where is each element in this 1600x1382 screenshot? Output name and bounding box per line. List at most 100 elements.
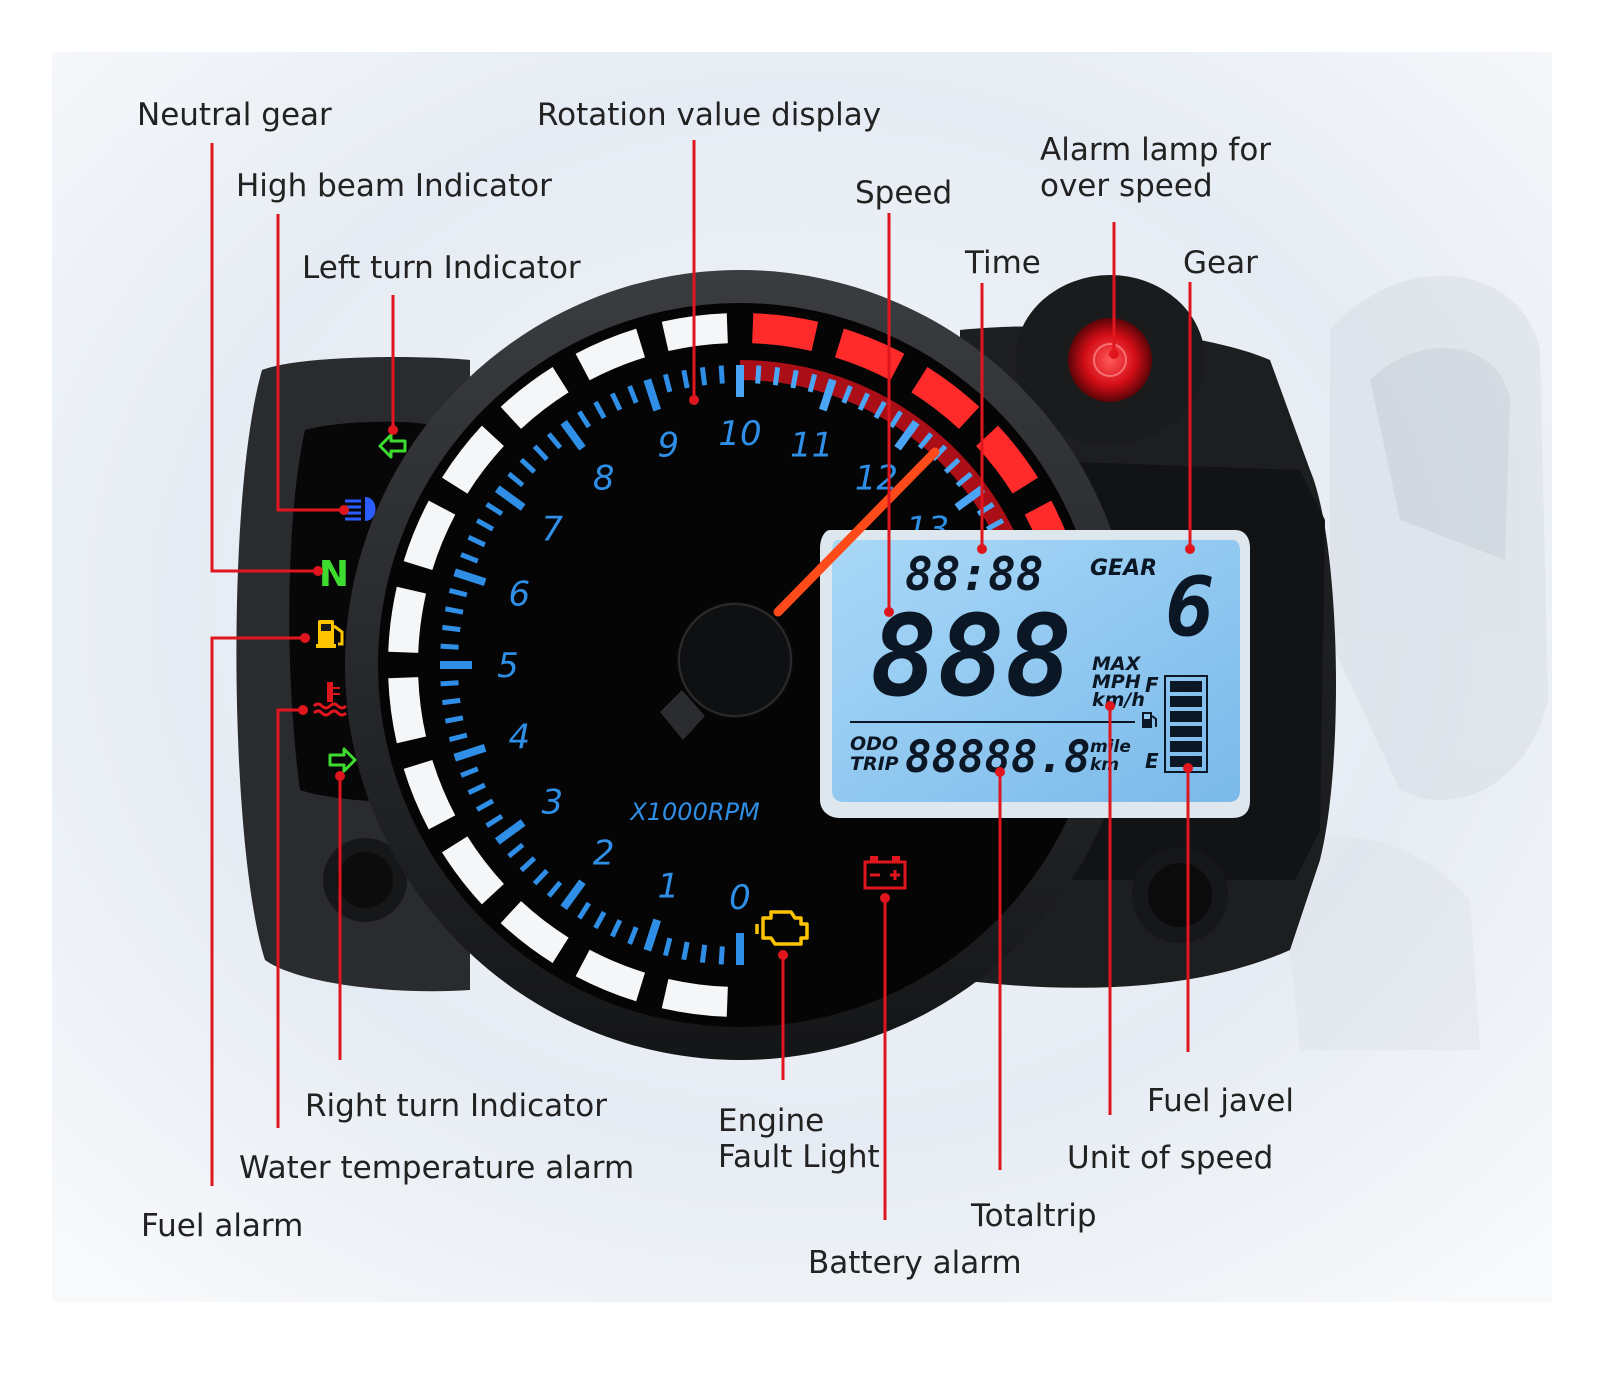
- rpm-tick: [955, 471, 973, 488]
- rpm-segment: [752, 313, 819, 352]
- rpm-segment: [835, 328, 905, 381]
- rpm-number-labels: 01234567891011121314: [497, 414, 982, 918]
- rpm-segment: [403, 760, 456, 830]
- rpm-tick: [532, 444, 549, 462]
- rpm-tick: [807, 373, 818, 393]
- rpm-tick: [453, 744, 487, 762]
- check-engine-icon: [755, 910, 809, 946]
- battery-icon: [863, 856, 907, 890]
- label-engine-line1: Engine: [718, 1103, 825, 1139]
- rpm-tick: [444, 606, 464, 615]
- leader-neutral-gear: [210, 143, 318, 573]
- label-left-turn-indicator: Left turn Indicator: [302, 250, 581, 286]
- rpm-tick: [755, 365, 762, 384]
- rpm-tick: [546, 432, 563, 450]
- fuel-bar-segment: [1170, 756, 1202, 767]
- rpm-segment: [575, 328, 645, 381]
- rpm-segment: [403, 500, 456, 570]
- label-totaltrip: Totaltrip: [971, 1198, 1097, 1234]
- rpm-number: 5: [497, 646, 519, 686]
- rpm-tick: [507, 842, 525, 859]
- label-engine-line2: Fault Light: [718, 1139, 880, 1175]
- rpm-number: 3: [541, 782, 563, 822]
- rpm-number: 11: [790, 425, 833, 465]
- rpm-tick: [467, 535, 486, 548]
- rpm-tick: [546, 880, 563, 898]
- rpm-tick: [894, 419, 920, 451]
- label-rotation-value-display: Rotation value display: [537, 97, 882, 133]
- rpm-number: 8: [593, 458, 615, 498]
- rider-backdrop: [1280, 275, 1548, 1050]
- lcd-speed-digits: 888: [870, 592, 1072, 722]
- lcd-dist-km: km: [1090, 755, 1119, 775]
- rpm-segment: [661, 978, 728, 1017]
- rpm-tick: [699, 944, 708, 963]
- rpm-tick: [985, 518, 1005, 532]
- label-high-beam-indicator: High beam Indicator: [236, 168, 552, 204]
- rpm-tick: [448, 732, 468, 743]
- label-neutral-gear: Neutral gear: [137, 97, 332, 133]
- rpm-tick: [440, 680, 459, 687]
- lcd-gear-value: 6: [1165, 560, 1214, 655]
- rpm-number: 0: [729, 878, 751, 918]
- rpm-number: 2: [593, 834, 615, 874]
- rpm-tick: [507, 471, 525, 488]
- fuel-bar-segment: [1170, 711, 1202, 722]
- lcd-fuel-pump-icon: [1142, 712, 1157, 728]
- rpm-tick: [841, 385, 853, 404]
- rpm-segment: [575, 949, 645, 1002]
- rpm-segment: [500, 367, 569, 429]
- rpm-tick: [610, 919, 623, 938]
- rpm-tick: [467, 782, 486, 795]
- label-unit-of-speed: Unit of speed: [1067, 1140, 1274, 1176]
- rpm-tick: [593, 400, 607, 420]
- rpm-tick: [440, 643, 459, 650]
- label-alarm-lamp-line1: Alarm lamp for: [1040, 132, 1272, 168]
- coolant-temp-icon: [312, 682, 348, 717]
- rpm-tick: [453, 568, 487, 586]
- rpm-tick: [954, 485, 986, 511]
- lcd-unit-mph: MPH: [1092, 671, 1141, 693]
- rpm-tick: [519, 457, 537, 474]
- rpm-number: 10: [718, 414, 761, 454]
- rpm-segment: [976, 425, 1038, 494]
- rpm-tick: [718, 946, 725, 965]
- label-water-temperature-alarm: Water temperature alarm: [239, 1150, 635, 1186]
- rpm-tick: [442, 697, 461, 706]
- fuel-pump-icon: [316, 620, 344, 648]
- lcd-unit-kmh: km/h: [1092, 689, 1145, 711]
- rpm-tick: [475, 798, 495, 812]
- rpm-tick: [681, 941, 690, 961]
- label-alarm-lamp-over-speed: Alarm lamp for over speed: [1040, 132, 1271, 204]
- rpm-tick: [460, 766, 479, 778]
- rpm-tick: [681, 369, 690, 389]
- rpm-tick: [790, 369, 799, 389]
- rpm-tick: [819, 378, 837, 412]
- rpm-segment: [911, 367, 980, 429]
- rpm-tick: [593, 910, 607, 930]
- rpm-number: 6: [509, 574, 531, 614]
- lcd-unit-max: MAX: [1092, 653, 1142, 675]
- overspeed-alarm-lamp: [1068, 318, 1152, 402]
- fuel-bar-segment: [1170, 726, 1202, 737]
- label-speed: Speed: [855, 175, 953, 211]
- neutral-indicator-icon: N: [319, 554, 349, 595]
- fuel-bar-segment: [1170, 696, 1202, 707]
- rpm-tick: [577, 410, 592, 429]
- rpm-tick: [494, 819, 526, 845]
- rpm-tick: [772, 367, 781, 386]
- rpm-segment: [388, 586, 427, 653]
- arrow-left-icon: [378, 433, 407, 459]
- rpm-tick: [444, 715, 464, 724]
- rpm-tick: [917, 432, 934, 450]
- lcd-gear-label: GEAR: [1090, 556, 1157, 581]
- rpm-tick: [643, 378, 661, 412]
- rpm-tick: [873, 400, 887, 420]
- label-engine-fault-light: Engine Fault Light: [718, 1103, 880, 1175]
- label-fuel-javel: Fuel javel: [1147, 1083, 1294, 1119]
- leader-high-beam: [276, 214, 344, 512]
- rpm-tick: [560, 879, 586, 911]
- lcd-fuel-full: F: [1145, 673, 1159, 697]
- fuel-bar-segment: [1170, 741, 1202, 752]
